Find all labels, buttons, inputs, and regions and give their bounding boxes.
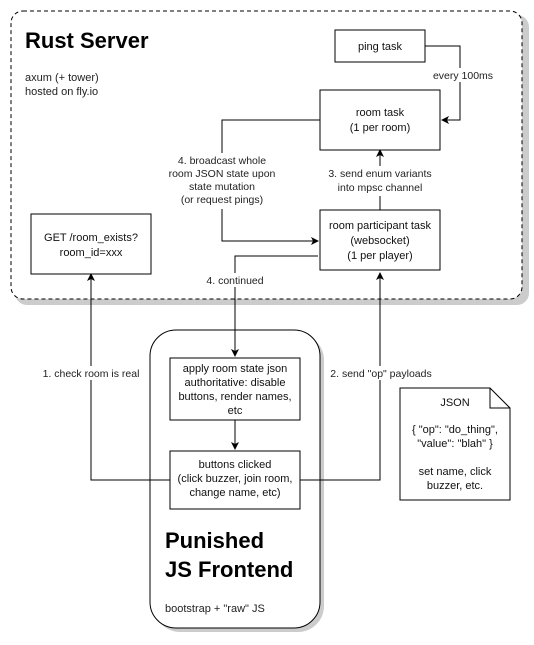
broadcast-label-4: (or request pings) <box>181 194 263 206</box>
room-task-box <box>319 89 441 151</box>
room-exists-box <box>30 213 152 275</box>
send-enum-label-bg <box>322 166 438 196</box>
buttons-clicked-box <box>169 450 301 510</box>
room-task-label-2: (1 per room) <box>350 122 411 134</box>
apply-state-label-2: authoritative: disable <box>185 377 286 389</box>
participant-task-box <box>319 209 441 271</box>
broadcast-label-1: 4. broadcast whole <box>178 155 266 167</box>
broadcast-label-2: room JSON state upon <box>169 168 276 180</box>
send-enum-label-2: into mpsc channel <box>338 182 423 194</box>
json-note-fold <box>489 388 510 409</box>
buttons-clicked-label-2: (click buzzer, join room, <box>178 473 293 485</box>
participant-task-label-2: (websocket) <box>350 235 409 247</box>
frontend-title-2: JS Frontend <box>165 557 293 582</box>
apply-state-label-1: apply room state json <box>183 363 288 375</box>
json-note-line-1: { "op": "do_thing", <box>412 424 498 436</box>
ping-task-box <box>334 29 426 63</box>
buttons-clicked-label-3: change name, etc) <box>189 487 280 499</box>
ping-task-label: ping task <box>358 41 403 53</box>
edge-ping-to-room <box>425 45 461 124</box>
broadcast-label-bg <box>160 153 284 209</box>
buttons-clicked-label-1: buttons clicked <box>199 459 272 471</box>
continued-label-bg <box>201 273 269 287</box>
edge-buttons-to-room-exists <box>87 273 170 481</box>
room-exists-label-2: room_id=xxx <box>60 247 123 259</box>
json-note <box>399 387 511 501</box>
send-enum-label-1: 3. send enum variants <box>328 168 431 180</box>
json-note-line-2: "value": "blah" } <box>417 438 493 450</box>
room-task-label-1: room task <box>356 107 405 119</box>
server-subtitle-2: hosted on fly.io <box>25 86 98 98</box>
frontend-subtitle: bootstrap + "raw" JS <box>165 603 265 615</box>
continued-label: 4. continued <box>206 275 263 287</box>
server-subtitle-1: axum (+ tower) <box>25 72 99 84</box>
edge-participant-continued-to-apply <box>231 255 318 357</box>
apply-state-label-4: etc <box>228 405 243 417</box>
apply-state-box <box>169 357 301 421</box>
send-op-label: 2. send "op" payloads <box>330 368 431 380</box>
room-exists-label-1: GET /room_exists? <box>44 232 138 244</box>
check-room-label-bg <box>38 366 144 380</box>
json-note-line-4: set name, click <box>419 466 492 478</box>
send-op-label-bg <box>326 366 436 380</box>
broadcast-label-3: state mutation <box>189 181 255 193</box>
check-room-label: 1. check room is real <box>43 368 140 380</box>
every-100ms-label: every 100ms <box>433 70 493 82</box>
json-note-title: JSON <box>440 397 469 409</box>
participant-task-label-1: room participant task <box>329 220 432 232</box>
server-title: Rust Server <box>25 28 149 53</box>
frontend-title-1: Punished <box>165 528 264 553</box>
every-100ms-label-bg <box>430 68 496 82</box>
json-note-line-5: buzzer, etc. <box>427 480 483 492</box>
edge-buttons-to-participant <box>300 272 384 481</box>
apply-state-label-3: buttons, render names, <box>178 391 291 403</box>
participant-task-label-3: (1 per player) <box>347 250 412 262</box>
